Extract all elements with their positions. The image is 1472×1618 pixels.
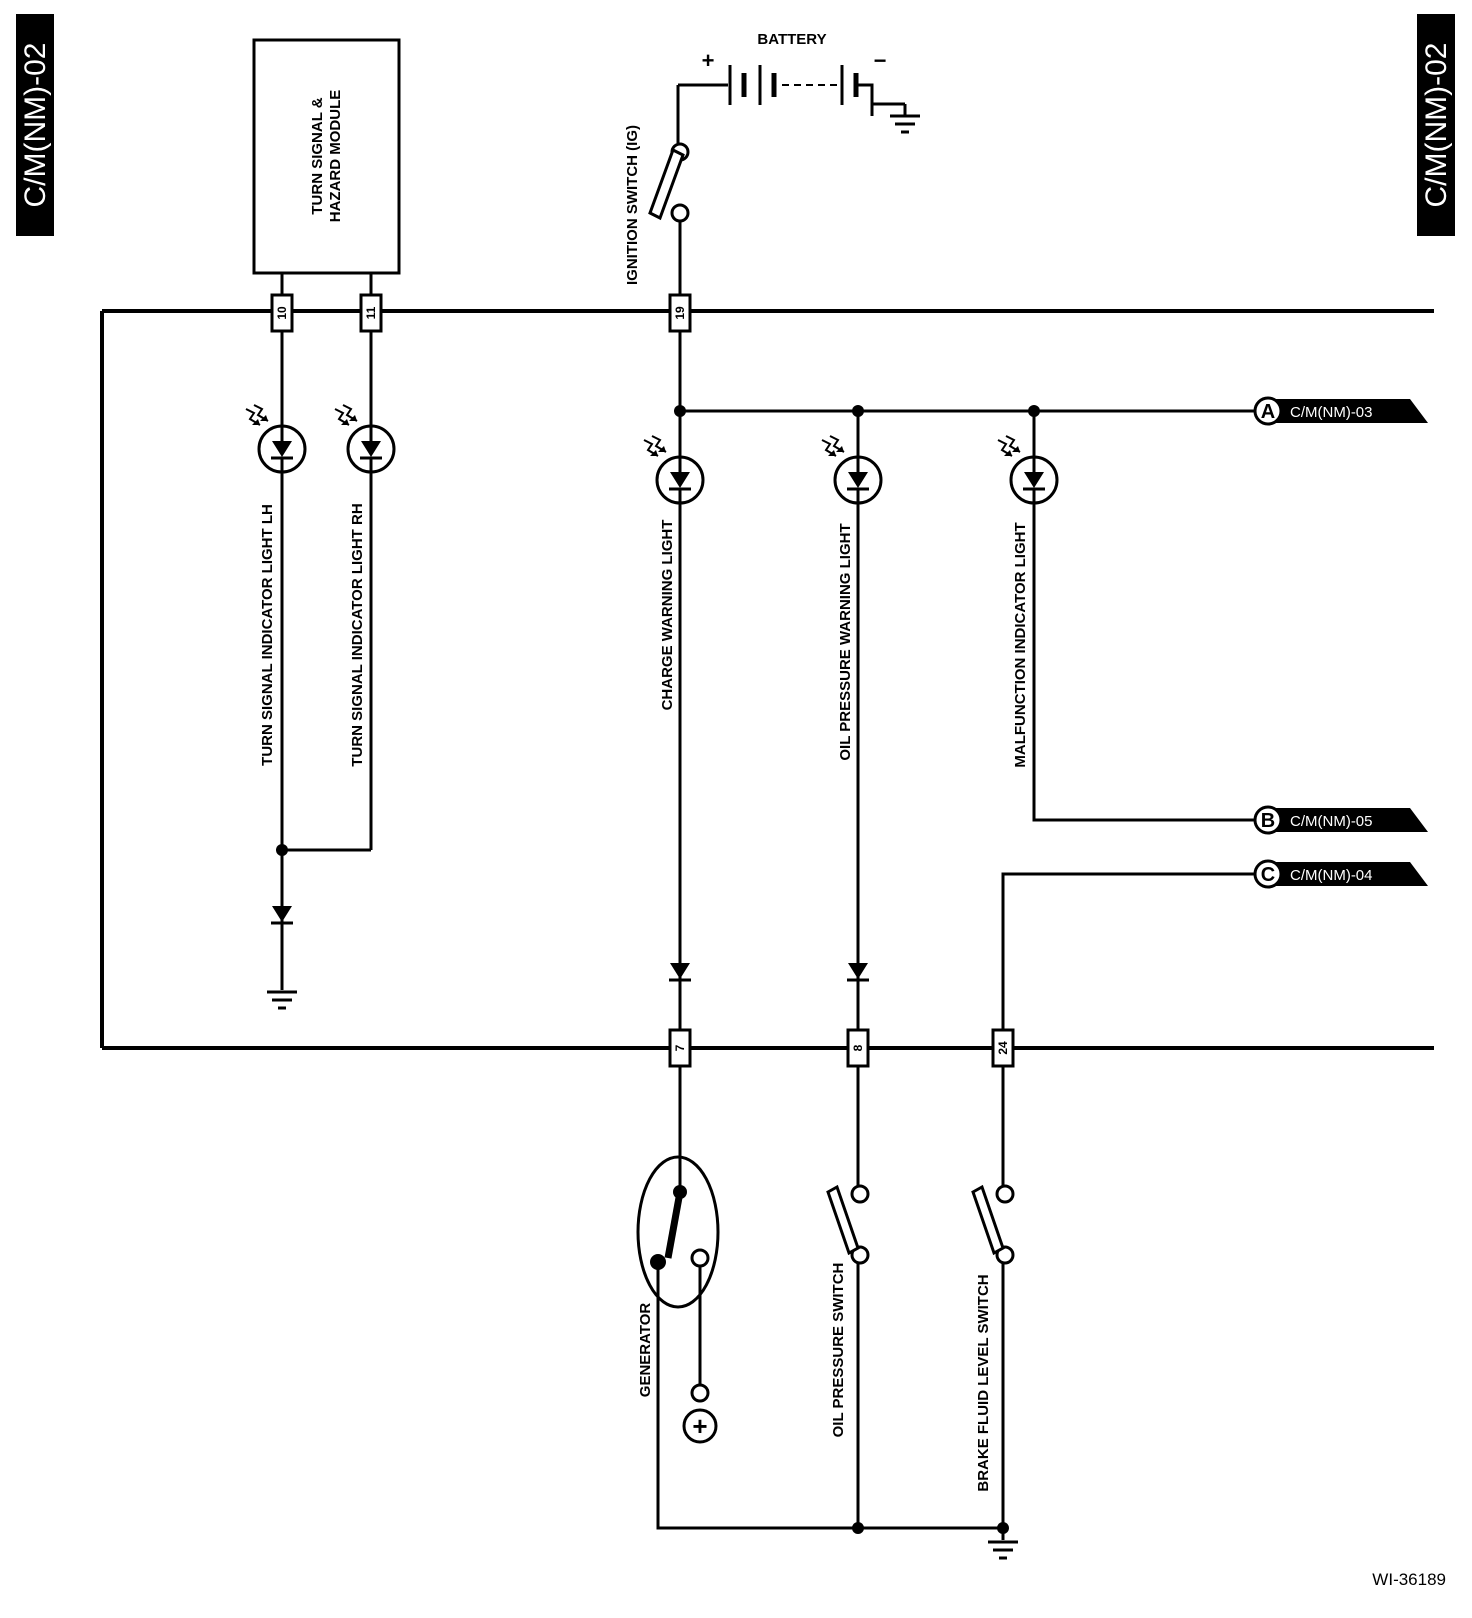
connector-a[interactable]: A C/M(NM)-03 [1253, 396, 1428, 426]
pin-19: 19 [668, 293, 692, 333]
svg-text:19: 19 [673, 306, 687, 320]
connector-b-ref: C/M(NM)-05 [1290, 813, 1373, 830]
brake-fluid-switch-label: BRAKE FLUID LEVEL SWITCH [975, 1274, 992, 1491]
pin-7: 7 [668, 1028, 692, 1068]
battery-label: BATTERY [757, 31, 826, 48]
charge-warning-led-icon [642, 434, 705, 505]
module-label-line2: HAZARD MODULE [327, 90, 344, 223]
page-tab-right[interactable]: C/M(NM)-02 [1417, 14, 1455, 236]
connector-b-letter: B [1261, 810, 1275, 832]
battery-plus-sign: + [702, 48, 715, 73]
page-tab-left-label: C/M(NM)-02 [19, 43, 52, 208]
generator-symbol [636, 1155, 720, 1444]
connector-c-letter: C [1261, 864, 1275, 886]
pin-11: 11 [359, 293, 383, 333]
oil-pressure-warning-label: OIL PRESSURE WARNING LIGHT [837, 523, 854, 760]
page-tab-left[interactable]: C/M(NM)-02 [16, 14, 54, 236]
oil-pressure-warning-diode-icon [845, 961, 871, 982]
turn-signal-rh-led-icon [333, 403, 396, 474]
generator-plus-sign: + [692, 1411, 707, 1441]
connector-c[interactable]: C C/M(NM)-04 [1253, 859, 1428, 889]
turn-signal-lh-led-icon [244, 403, 307, 474]
turn-signal-diode-icon [269, 904, 295, 925]
charge-warning-diode-icon [667, 961, 693, 982]
figure-id: WI-36189 [1372, 1570, 1446, 1589]
turn-signal-hazard-module [252, 38, 401, 275]
svg-text:7: 7 [673, 1044, 687, 1051]
battery-symbol [678, 65, 922, 134]
pin-24: 24 [991, 1028, 1015, 1068]
turn-signal-rh-label: TURN SIGNAL INDICATOR LIGHT RH [349, 503, 366, 766]
oil-pressure-switch-symbol [826, 1184, 870, 1265]
switch-ground-icon [986, 1540, 1020, 1560]
svg-text:11: 11 [364, 306, 378, 319]
malfunction-indicator-label: MALFUNCTION INDICATOR LIGHT [1012, 522, 1029, 767]
connector-a-ref: C/M(NM)-03 [1290, 404, 1373, 421]
svg-text:10: 10 [275, 306, 289, 320]
oil-pressure-switch-label: OIL PRESSURE SWITCH [830, 1263, 847, 1438]
svg-text:8: 8 [851, 1044, 865, 1051]
turn-signal-lh-label: TURN SIGNAL INDICATOR LIGHT LH [259, 504, 276, 766]
pin-10: 10 [270, 293, 294, 333]
malfunction-indicator-led-icon [996, 434, 1059, 505]
page-tab-right-label: C/M(NM)-02 [1420, 43, 1453, 208]
brake-fluid-switch-symbol [971, 1184, 1015, 1265]
oil-pressure-warning-led-icon [820, 434, 883, 505]
battery-minus-sign: − [874, 48, 887, 73]
module-label-line1: TURN SIGNAL & [309, 97, 326, 214]
generator-label: GENERATOR [637, 1303, 654, 1398]
connector-a-letter: A [1261, 401, 1275, 423]
svg-text:24: 24 [996, 1041, 1010, 1055]
connector-c-ref: C/M(NM)-04 [1290, 867, 1373, 884]
connector-b[interactable]: B C/M(NM)-05 [1253, 805, 1428, 835]
ignition-switch-label: IGNITION SWITCH (IG) [624, 125, 641, 285]
charge-warning-label: CHARGE WARNING LIGHT [659, 520, 676, 711]
pin-8: 8 [846, 1028, 870, 1068]
turn-signal-ground-icon [265, 990, 299, 1010]
ignition-switch-symbol [648, 142, 690, 223]
